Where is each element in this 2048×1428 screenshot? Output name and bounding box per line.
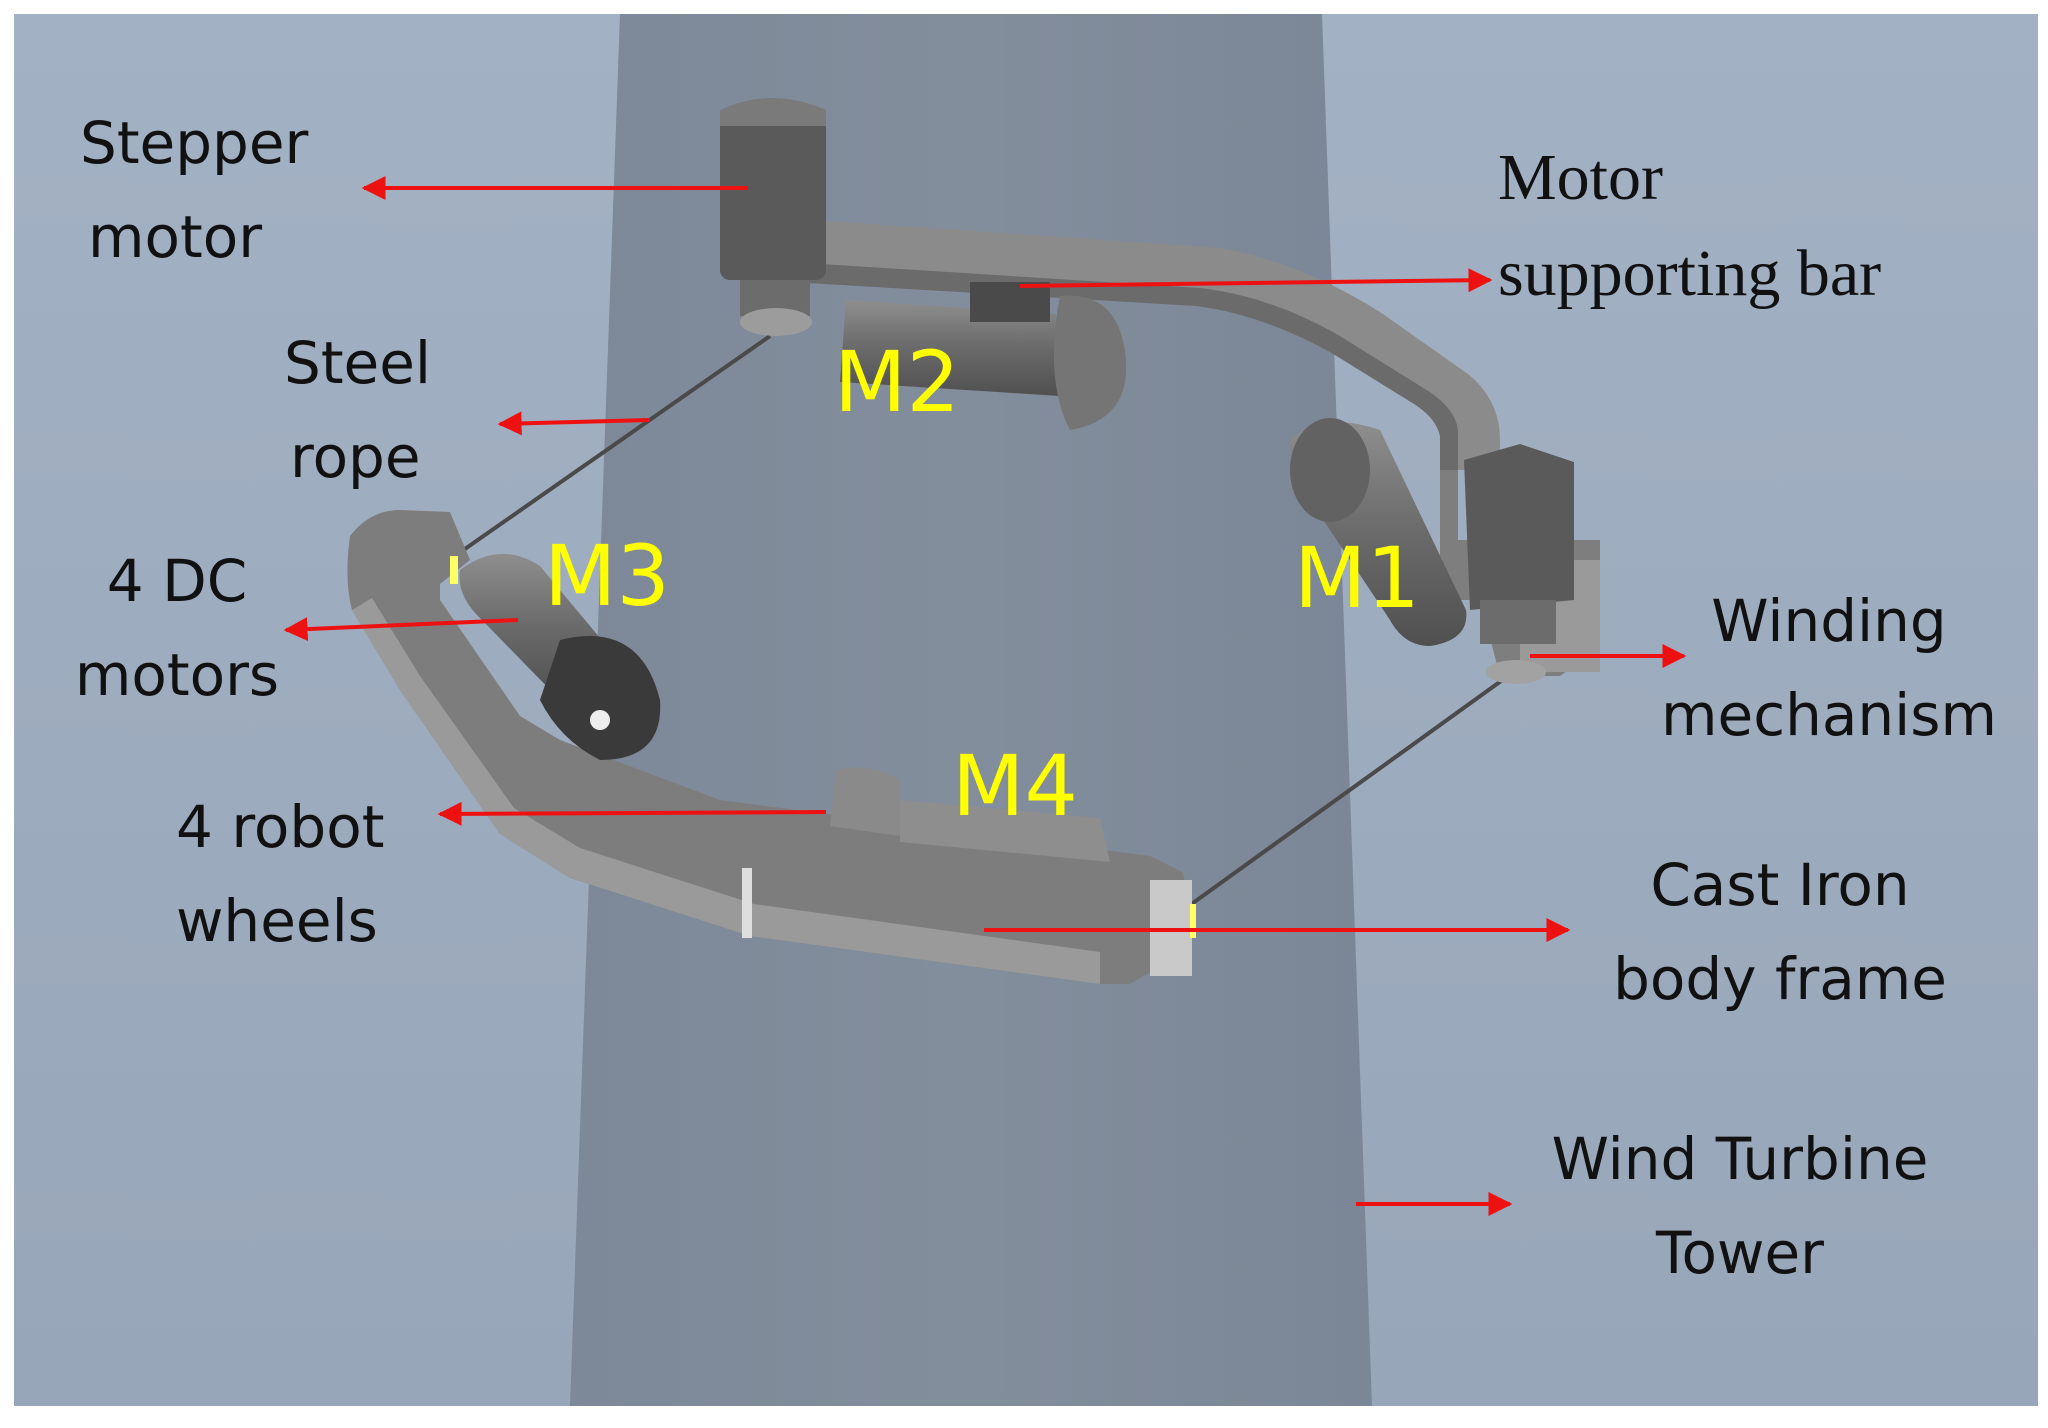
tower — [570, 14, 1372, 1406]
label-robot-wheels: 4 robot wheels — [176, 793, 385, 955]
motor-m4 — [830, 767, 1110, 862]
motor-m2 — [840, 282, 1127, 430]
arrow-robot-wheels — [437, 801, 827, 826]
motor-label-m4: M4 — [952, 737, 1078, 835]
motor-label-m2: M2 — [834, 333, 960, 431]
motor-m1 — [1290, 418, 1467, 646]
label-body-frame: Cast Iron body frame — [1613, 851, 1947, 1013]
arrows — [283, 176, 1687, 1216]
arrow-steel-rope — [497, 411, 651, 436]
stepper-motor-right — [1464, 444, 1574, 684]
label-steel-rope: Steel rope — [284, 329, 432, 491]
label-tower: Wind Turbine Tower — [1551, 1125, 1929, 1287]
arrow-dc-motors — [283, 617, 519, 642]
motor-label-m3: M3 — [544, 527, 670, 625]
steel-rope-left — [450, 334, 772, 560]
lower-frame — [347, 510, 1196, 984]
motor-label-m1: M1 — [1294, 529, 1420, 627]
label-dc-motors: 4 DC motors — [74, 547, 280, 709]
label-winding-mechanism: Winding mechanism — [1661, 587, 1997, 749]
stepper-motor-top — [720, 98, 826, 336]
label-stepper-motor: Stepper motor — [80, 109, 309, 271]
motor-m3 — [459, 553, 661, 760]
arrow-motor-supporting-bar — [1019, 268, 1493, 293]
steel-rope-right — [1184, 674, 1510, 910]
label-motor-supporting-bar: Motor supporting bar — [1498, 141, 1882, 310]
